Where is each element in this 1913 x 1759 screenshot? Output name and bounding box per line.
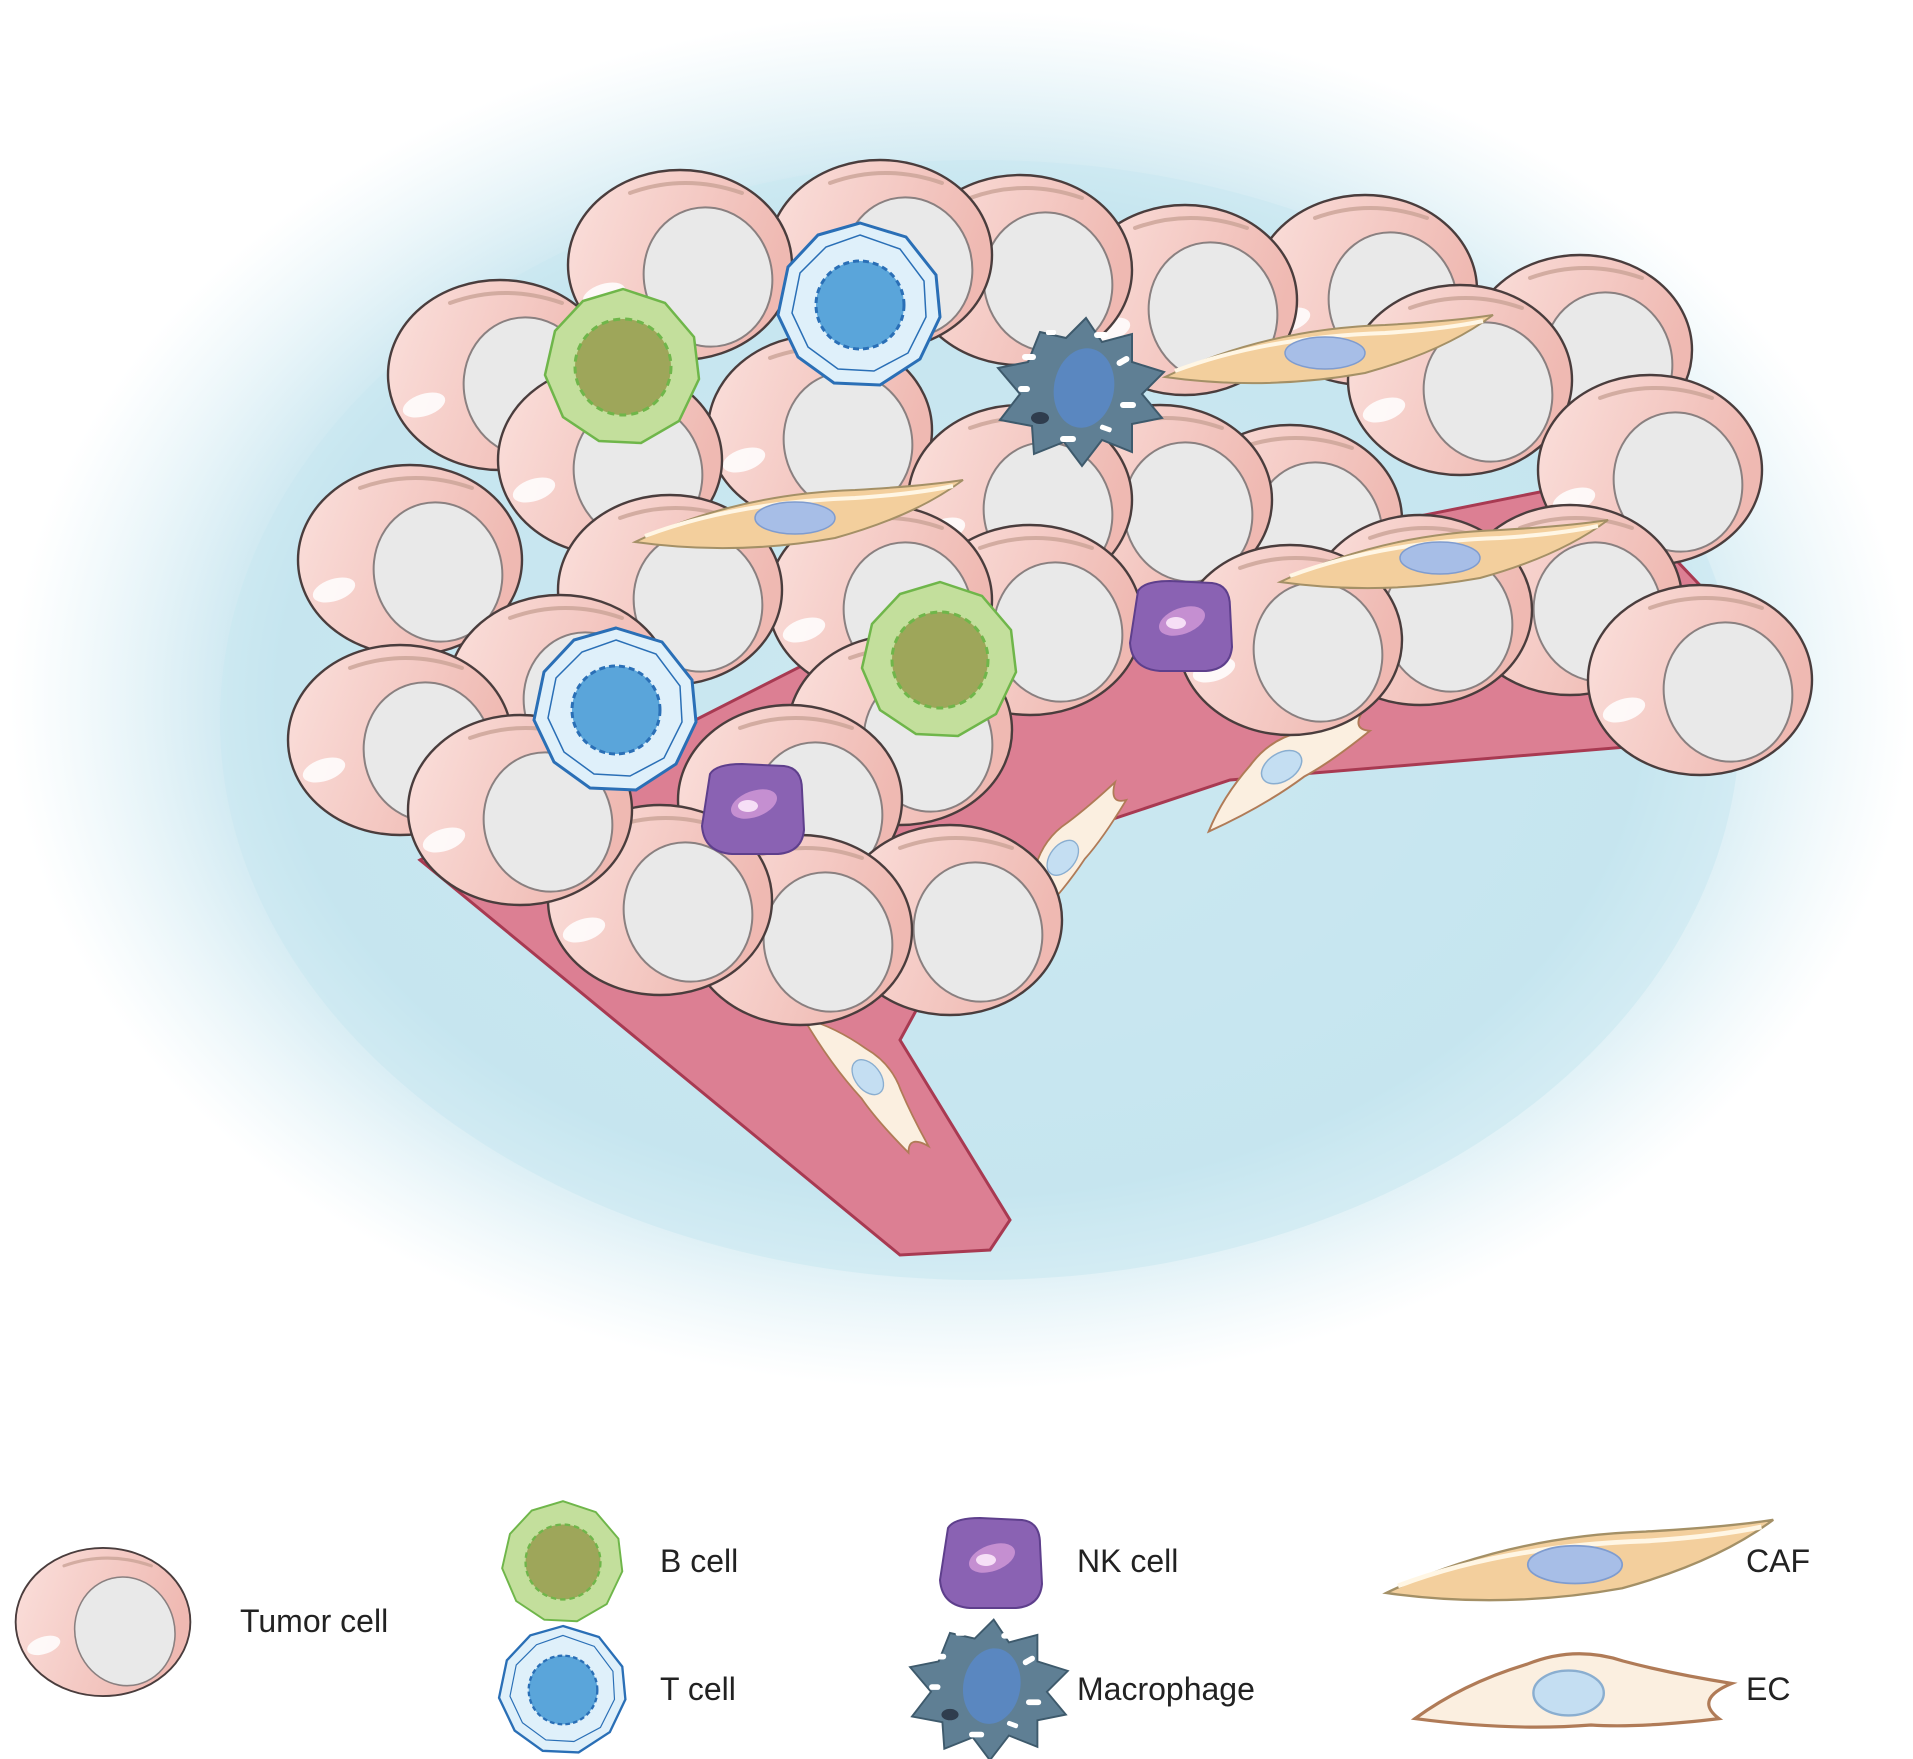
legend-ec-icon xyxy=(1413,1652,1734,1729)
tumor-cell xyxy=(1346,283,1574,478)
legend-macrophage-icon xyxy=(909,1618,1069,1759)
legend-b-cell-icon xyxy=(500,1499,624,1623)
legend-label-tumor-cell: Tumor cell xyxy=(240,1603,389,1639)
nk-cell xyxy=(1129,580,1233,672)
legend-label-b-cell: B cell xyxy=(660,1543,739,1579)
legend-t-cell-icon xyxy=(497,1624,627,1754)
tumor-cell xyxy=(1586,583,1814,778)
legend-label-caf: CAF xyxy=(1746,1543,1810,1579)
legend-tumor-cell-icon xyxy=(14,1546,192,1698)
legend-caf-icon xyxy=(1386,1520,1773,1600)
legend-label-macrophage: Macrophage xyxy=(1077,1671,1255,1707)
legend-label-t-cell: T cell xyxy=(660,1671,736,1707)
legend-nk-cell-icon xyxy=(939,1517,1043,1609)
legend-label-ec: EC xyxy=(1746,1671,1791,1707)
nk-cell xyxy=(701,763,805,855)
legend-label-nk-cell: NK cell xyxy=(1077,1543,1179,1579)
